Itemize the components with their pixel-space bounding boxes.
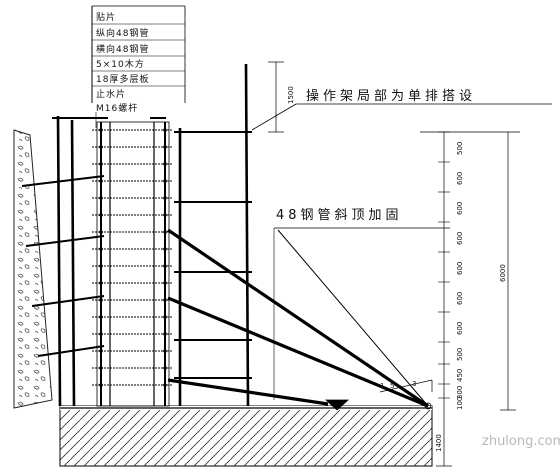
legend: 贴片 纵向48钢管 横向48钢管 5×10木方 18厚多层板 止水片 M16螺杆 [91, 5, 186, 128]
bolt-nut [163, 145, 167, 149]
slope-ratio-b: 3 [412, 380, 416, 388]
dimension-chain-label: 500 [456, 348, 464, 361]
legend-item-waterstop: 止水片 [96, 88, 126, 100]
slope-ratio-a: 1 [380, 382, 384, 390]
legend-item-vertical-pipe: 纵向48钢管 [96, 27, 149, 39]
bolt-nut [163, 196, 167, 200]
dimension-chain-label: 600 [456, 262, 464, 275]
bolt-nut [163, 366, 167, 370]
dimension-6000-label: 6000 [499, 264, 507, 282]
tie-bolts [92, 128, 172, 387]
watermark: zhulong.com [482, 434, 560, 449]
bolt-nut [163, 349, 167, 353]
bolt-nut [99, 383, 103, 387]
bolt-nut [163, 315, 167, 319]
bolt-nut [163, 332, 167, 336]
dimension-chain-label: 600 [456, 322, 464, 335]
scaffold-horizontals [52, 117, 252, 379]
dimension-1500-label: 1500 [287, 86, 295, 104]
legend-item-patch: 贴片 [96, 11, 116, 23]
rock-wall [13, 129, 53, 409]
dimension-chain-label: 600 [456, 172, 464, 185]
bolt-nut [163, 383, 167, 387]
ground-slab [59, 405, 433, 467]
dimension-chain-label: 100 [456, 397, 464, 410]
dimension-chain-label: 600 [456, 202, 464, 215]
dimension-chain-label: 300 [456, 386, 464, 399]
bolt-nut [163, 298, 167, 302]
bolt-nut [99, 247, 103, 251]
bolt-nut [99, 162, 103, 166]
dimension-chain-label: 450 [456, 369, 464, 382]
bolt-nut [163, 162, 167, 166]
bolt-nut [99, 315, 103, 319]
dimension-6000: 6000 [499, 132, 516, 411]
bolt-nut [99, 332, 103, 336]
bolt-nut [163, 179, 167, 183]
bolt-nut [163, 264, 167, 268]
annotation-brace-text: 48钢管斜顶加固 [276, 208, 403, 223]
dimension-1400: 1400 [435, 406, 452, 467]
dimension-chain-label: 500 [456, 142, 464, 155]
bolt-nut [163, 247, 167, 251]
slope-mark: 5 [390, 382, 394, 390]
bolt-nut [99, 230, 103, 234]
diagonal-braces [167, 228, 429, 408]
bolt-nut [99, 128, 103, 132]
dimension-1500: 1500 [268, 61, 295, 133]
bolt-nut [163, 281, 167, 285]
scaffold-verticals [56, 63, 250, 407]
slope-marker: 1 5 3 [324, 379, 433, 411]
bolt-nut [99, 298, 103, 302]
dimension-chain-label: 600 [456, 292, 464, 305]
bolt-nut [99, 196, 103, 200]
bolt-nut [99, 145, 103, 149]
bolt-nut [99, 366, 103, 370]
bolt-nut [99, 281, 103, 285]
bolt-nut [99, 264, 103, 268]
bolt-nut [163, 128, 167, 132]
bolt-nut [163, 230, 167, 234]
annotation-single-row-text: 操作架局部为单排搭设 [306, 88, 476, 104]
legend-item-timber: 5×10木方 [96, 58, 145, 70]
formwork-wall [96, 121, 170, 407]
bolt-nut [99, 213, 103, 217]
legend-item-horizontal-pipe: 横向48钢管 [96, 43, 149, 55]
dimension-chain-label: 600 [456, 232, 464, 245]
watermark-text: zhulong.com [482, 434, 560, 449]
legend-item-plywood: 18厚多层板 [96, 73, 149, 85]
bolt-nut [163, 213, 167, 217]
legend-item-bolt: M16螺杆 [96, 102, 138, 114]
bolt-nut [99, 179, 103, 183]
rock-anchors [21, 175, 105, 357]
annotation-brace: 48钢管斜顶加固 [273, 208, 450, 400]
bolt-nut [99, 349, 103, 353]
annotation-single-row: 操作架局部为单排搭设 [251, 88, 552, 131]
dimension-1400-label: 1400 [435, 434, 443, 452]
